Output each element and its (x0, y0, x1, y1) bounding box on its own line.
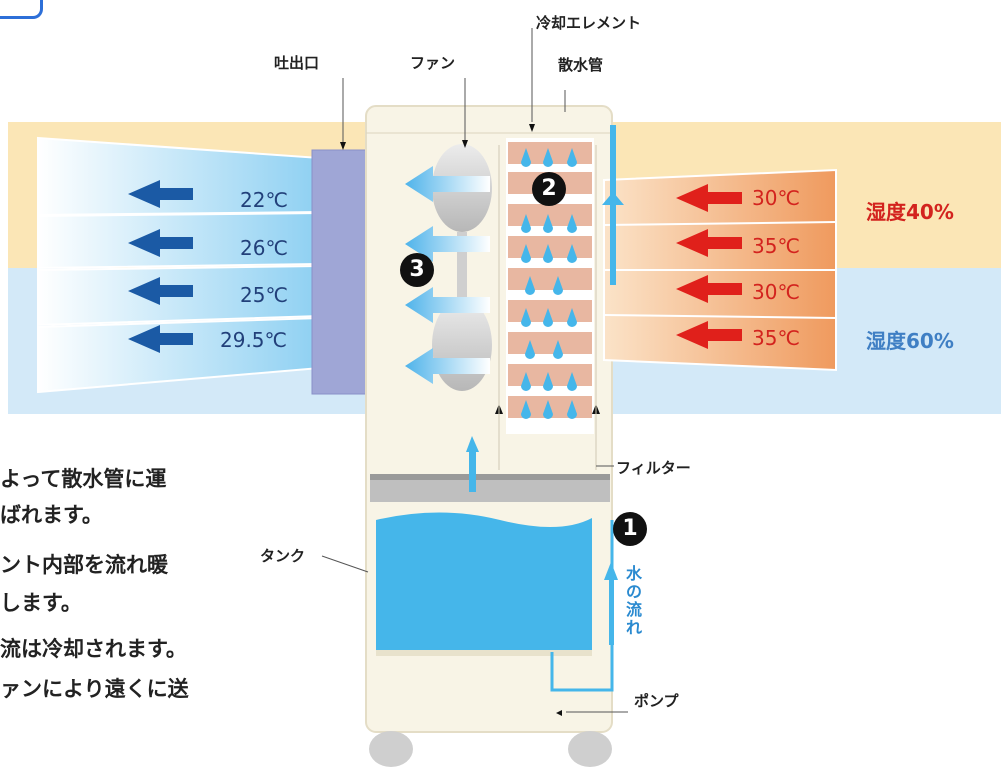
internal-air-arrows (405, 166, 490, 384)
inlet-arrow-icon (676, 229, 742, 257)
label-cooling-element: 冷却エレメント (536, 14, 642, 32)
humidity-upper: 湿度40% (866, 200, 954, 224)
description-line-1: よって散水管に運 (0, 467, 167, 491)
label-outlet: 吐出口 (274, 54, 320, 72)
description-line-3: ント内部を流れ暖 (0, 553, 168, 577)
outlet-arrow-icon (128, 325, 193, 353)
inlet-temp-3: 30℃ (752, 280, 800, 304)
air-arrow-icon (405, 348, 490, 384)
outlet-arrows (128, 180, 193, 353)
label-tank: タンク (260, 547, 306, 565)
air-arrow-icon (405, 287, 490, 323)
outlet-temp-2: 26℃ (240, 236, 288, 260)
air-arrow-icon (405, 166, 490, 202)
inlet-arrows (676, 184, 742, 349)
outlet-arrow-icon (128, 229, 193, 257)
wheel-right (568, 731, 612, 767)
water-drops (521, 148, 577, 419)
step-number-3: 3 (400, 253, 434, 287)
air-arrow-icon (405, 226, 490, 262)
label-filter: フィルター (616, 459, 691, 477)
leader-lines (321, 28, 628, 713)
step-number-2: 2 (532, 172, 566, 206)
outlet-arrow-icon (128, 277, 193, 305)
description-line-2: ばれます。 (0, 503, 103, 527)
inlet-arrow-icon (676, 184, 742, 212)
inlet-arrow-icon (676, 275, 742, 303)
inlet-temp-2: 35℃ (752, 234, 800, 258)
outlet-arrow-icon (128, 180, 193, 208)
outlet-temp-4: 29.5℃ (220, 328, 287, 352)
inlet-arrow-icon (676, 321, 742, 349)
inlet-temp-1: 30℃ (752, 186, 800, 210)
wheel-left (369, 731, 413, 767)
label-pump: ポンプ (634, 692, 679, 710)
humidity-lower: 湿度60% (866, 329, 954, 353)
label-fan: ファン (410, 54, 456, 72)
label-water-flow: 水の流れ (625, 564, 642, 637)
label-sprinkler-pipe: 散水管 (558, 56, 604, 74)
outlet-temp-1: 22℃ (240, 188, 288, 212)
inlet-temp-4: 35℃ (752, 326, 800, 350)
description-line-6: ァンにより遠くに送 (0, 677, 189, 701)
tank-water (376, 512, 592, 652)
step-number-1: 1 (613, 512, 647, 546)
outlet-grille (311, 149, 367, 395)
description-line-5: 流は冷却されます。 (0, 637, 187, 661)
outlet-temp-3: 25℃ (240, 283, 288, 307)
corner-frame-fragment (0, 0, 43, 19)
description-line-4: します。 (0, 591, 82, 615)
